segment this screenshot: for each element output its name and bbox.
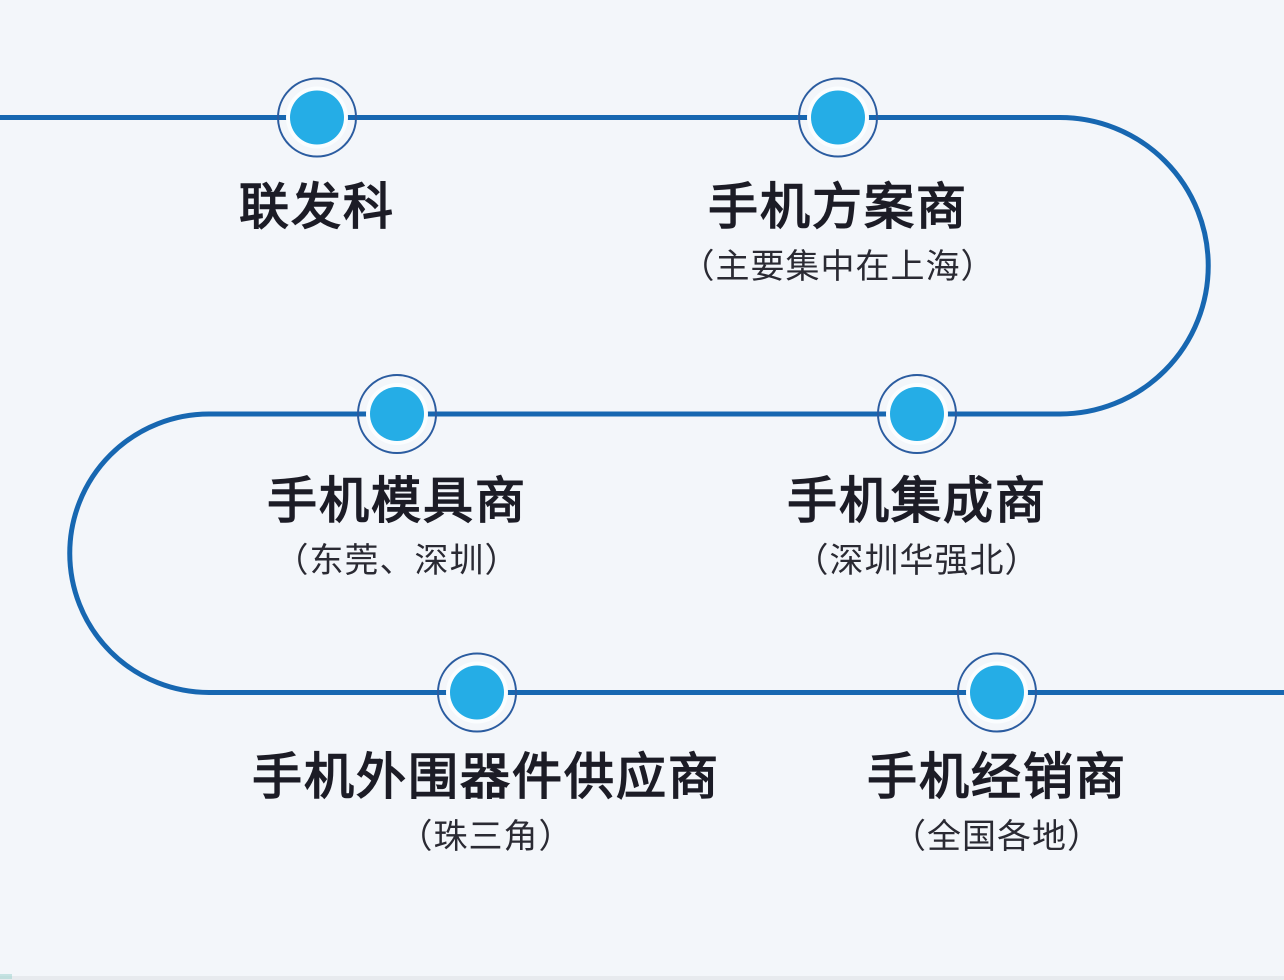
node-title: 手机经销商: [867, 749, 1127, 805]
node-title: 联发科: [239, 179, 395, 235]
node-label-fanganshang: 手机方案商 （主要集中在上海）: [681, 180, 996, 286]
image-bottom-border: [0, 976, 1284, 980]
node-label-lianfake: 联发科: [239, 180, 395, 235]
node-marker-2: [798, 77, 878, 158]
node-label-jingxiaoshang: 手机经销商 （全国各地）: [867, 750, 1127, 856]
node-ring: [798, 77, 878, 158]
node-dot: [970, 665, 1024, 720]
node-marker-3: [357, 374, 437, 454]
node-ring: [877, 374, 957, 454]
node-location: （珠三角）: [398, 818, 574, 856]
node-marker-4: [877, 374, 957, 454]
node-dot: [811, 90, 865, 145]
node-dot: [450, 665, 504, 720]
node-title: 手机集成商: [787, 473, 1047, 529]
node-ring: [957, 652, 1037, 733]
node-ring: [357, 374, 437, 454]
node-marker-1: [277, 77, 357, 158]
node-title: 手机模具商: [267, 473, 527, 529]
node-location: （主要集中在上海）: [680, 248, 996, 286]
node-ring: [437, 652, 517, 733]
node-label-waiwei-qijian: 手机外围器件供应商 （珠三角）: [252, 750, 720, 856]
node-label-mojushang: 手机模具商 （东莞、深圳）: [267, 474, 527, 580]
node-dot: [370, 387, 424, 441]
node-label-jichengshang: 手机集成商 （深圳华强北）: [787, 474, 1047, 580]
node-location: （深圳华强北）: [794, 542, 1040, 580]
node-dot: [890, 387, 944, 441]
watermark-fragment: [0, 974, 12, 979]
node-location: （全国各地）: [892, 818, 1102, 856]
node-marker-6: [957, 652, 1037, 733]
node-dot: [290, 90, 344, 145]
node-title: 手机外围器件供应商: [252, 749, 720, 805]
flow-line: [0, 115, 1284, 695]
node-title: 手机方案商: [708, 179, 968, 235]
node-marker-5: [437, 652, 517, 733]
node-ring: [277, 77, 357, 158]
node-location: （东莞、深圳）: [274, 542, 520, 580]
